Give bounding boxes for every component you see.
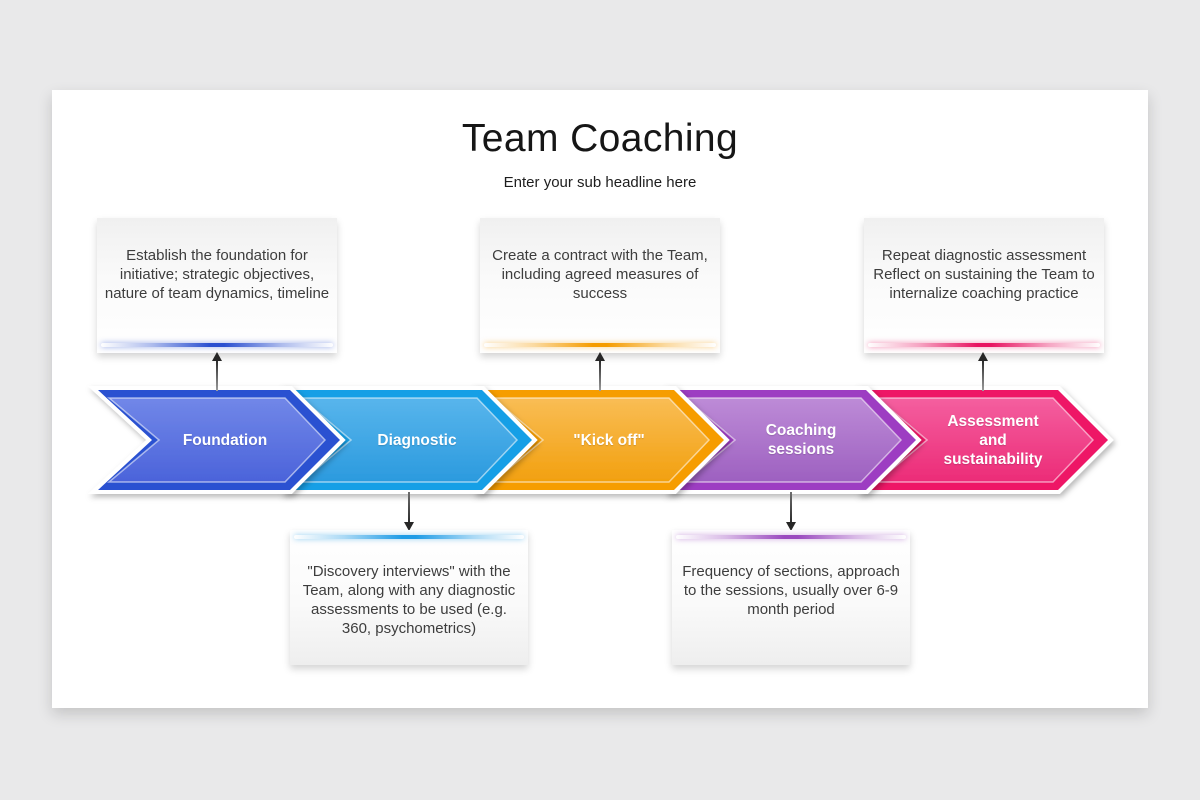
chevron-step-label: "Kick off" [573, 431, 645, 449]
down-arrowhead-icon [786, 522, 796, 531]
chevron-step-label: Assessment and sustainability [943, 412, 1043, 468]
up-arrow-connector [977, 352, 989, 391]
up-arrow-connector [594, 352, 606, 391]
slide-canvas: Team Coaching Enter your sub headline he… [52, 90, 1148, 708]
accent-glow-line [101, 343, 333, 347]
page-subtitle: Enter your sub headline here [503, 174, 697, 191]
accent-glow-line [484, 343, 716, 347]
note-text: "Discovery interviews" with the Team, al… [302, 563, 516, 637]
connector-line [216, 361, 218, 391]
chevron-step-shape [663, 386, 922, 494]
bottom-note-card: "Discovery interviews" with the Team, al… [290, 530, 528, 665]
connector-line [982, 361, 984, 391]
connector-line [790, 492, 792, 522]
page-title: Team Coaching [461, 117, 739, 160]
top-note-card: Repeat diagnostic assessment Reflect on … [864, 218, 1104, 353]
up-arrowhead-icon [978, 352, 988, 361]
top-note-card: Create a contract with the Team, includi… [480, 218, 720, 353]
down-arrow-connector [403, 492, 415, 531]
up-arrowhead-icon [595, 352, 605, 361]
down-arrow-connector [785, 492, 797, 531]
chevron-step-shape [87, 386, 346, 494]
chevron-step-label: Diagnostic [377, 431, 457, 449]
up-arrowhead-icon [212, 352, 222, 361]
connector-line [599, 361, 601, 391]
up-arrow-connector [211, 352, 223, 391]
bottom-note-card: Frequency of sections, approach to the s… [672, 530, 910, 665]
accent-glow-line [294, 535, 524, 539]
note-text: Frequency of sections, approach to the s… [682, 563, 900, 618]
note-text: Repeat diagnostic assessment Reflect on … [873, 247, 1095, 302]
note-text: Create a contract with the Team, includi… [492, 247, 708, 302]
connector-line [408, 492, 410, 522]
accent-glow-line [676, 535, 906, 539]
top-note-card: Establish the foundation for initiative;… [97, 218, 337, 353]
chevron-step-shape [855, 386, 1114, 494]
chevron-step-shape [471, 386, 730, 494]
note-text: Establish the foundation for initiative;… [104, 247, 330, 302]
chevron-step-label: Foundation [182, 431, 268, 449]
down-arrowhead-icon [404, 522, 414, 531]
accent-glow-line [868, 343, 1100, 347]
process-chevron-diagram [87, 386, 1114, 494]
chevron-step-shape [279, 386, 538, 494]
chevron-step-label: Coaching sessions [765, 422, 837, 458]
